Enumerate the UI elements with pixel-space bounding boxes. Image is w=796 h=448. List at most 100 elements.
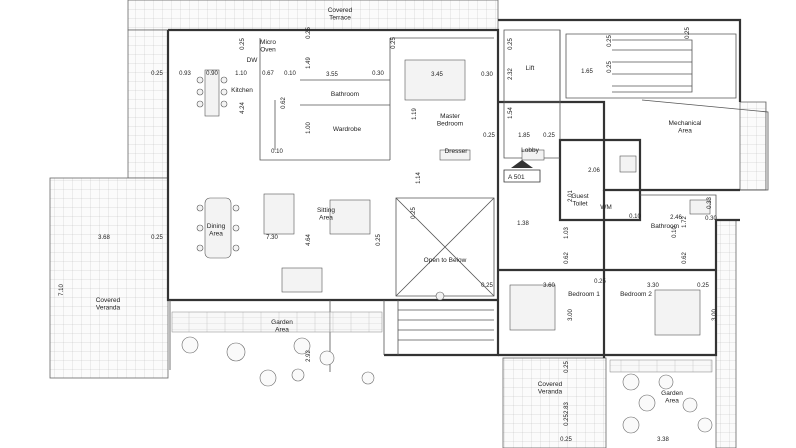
garden-paving-right [329,311,383,333]
covered-veranda-left-floor [49,177,169,379]
garden-paving-bottom [609,359,713,373]
dimension-label: 0.25 [508,38,514,50]
dimension-label: 2.83 [564,402,570,414]
dimension-label: 0.25 [594,279,606,285]
label-kitchen: Kitchen [231,87,253,94]
dimension-label: 0.30 [481,72,493,78]
dimension-label: 3.60 [543,283,555,289]
label-lift: Lift [526,65,535,72]
dimension-label: 3.68 [98,235,110,241]
label-bedroom-2: Bedroom 2 [620,291,652,298]
garden-paving [171,311,331,333]
dimension-label: 2.01 [568,190,574,202]
dimension-label: 0.25 [411,207,417,219]
dimension-label: 1.10 [235,71,247,77]
dimension-label: 0.25 [685,27,691,39]
dimension-label: 4.64 [306,234,312,246]
dimension-label: 0.93 [179,71,191,77]
label-dresser: Dresser [445,148,469,155]
covered-terrace-floor [127,0,499,179]
dimension-label: 0.25 [483,133,495,139]
dimension-label: 3.30 [647,283,659,289]
dimension-label: 0.25 [560,437,572,443]
dimension-label: 3.00 [568,309,574,321]
dimension-label: 0.25 [376,234,382,246]
mechanical-area-floor [739,101,767,191]
label-wardrobe: Wardrobe [333,126,362,133]
dimension-label: 1.72 [682,216,688,228]
dimension-label: 1.14 [416,172,422,184]
dimension-label: 0.30 [705,216,717,222]
dimension-label: 0.25 [391,37,397,49]
dimension-label: 0.25 [607,35,613,47]
dimension-label: 0.62 [564,252,570,264]
dimension-label: 2.46 [670,215,682,221]
dimension-label: 0.10 [672,226,678,238]
section-marker: A 501 [503,160,541,183]
dimension-label: 0.25 [481,283,493,289]
label-open-to-below: Open to Below [424,257,467,264]
label-wm: WM [600,204,612,211]
dimension-label: 1.49 [306,57,312,69]
dimension-label: 0.10 [629,214,641,220]
garden-trees [181,336,713,434]
dimension-label: 0.10 [284,71,296,77]
dimension-label: 7.10 [59,284,65,296]
dimension-label: 0.25 [543,133,555,139]
dimension-label: 0.25 [697,283,709,289]
dimension-label: 0.25 [564,361,570,373]
dimension-label: 0.67 [262,71,274,77]
dimension-label: 0.25 [306,27,312,39]
label-lobby: Lobby [521,147,539,154]
dimension-label: 0.33 [707,197,713,209]
dimension-label: 0.25 [564,414,570,426]
dimension-label: 0.62 [281,97,287,109]
label-bathroom-right: Bathroom [651,223,679,230]
dimension-label: 3.45 [431,72,443,78]
furniture [196,59,711,336]
label-dw: DW [247,57,259,64]
dimension-label: 0.25 [607,61,613,73]
label-bedroom-1: Bedroom 1 [568,291,600,298]
section-marker-label: A 501 [508,174,525,181]
dimension-label: 7.30 [266,235,278,241]
dimension-label: 3.38 [657,437,669,443]
dimension-label: 0.25 [240,38,246,50]
exterior-walls [166,18,742,358]
dimension-label: 1.54 [508,107,514,119]
right-strip-floor [715,219,737,448]
dimension-label: 1.65 [581,69,593,75]
dimension-label: 2.32 [508,68,514,80]
dimension-label: 1.00 [306,122,312,134]
dimension-label: 0.25 [151,71,163,77]
dimension-label: 4.24 [240,102,246,114]
dimension-label: 0.10 [271,149,283,155]
dimension-label: 2.06 [588,168,600,174]
dimension-label: 3.00 [712,309,718,321]
dimension-label: 1.85 [518,133,530,139]
dimension-label: 1.19 [412,108,418,120]
dimension-label: 0.25 [151,235,163,241]
dimension-label: 2.92 [306,350,312,362]
label-bathroom-top: Bathroom [331,91,359,98]
dimension-label: 1.03 [564,227,570,239]
dimension-label: 0.30 [372,71,384,77]
covered-veranda-bottom-floor [502,357,607,448]
dimension-label: 0.90 [206,71,218,77]
dimension-label: 1.38 [517,221,529,227]
dimension-label: 0.62 [682,252,688,264]
